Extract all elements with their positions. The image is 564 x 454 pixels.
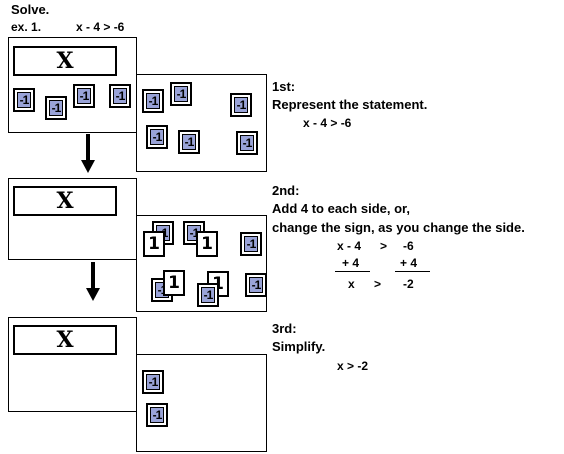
x-tile: X — [13, 46, 117, 76]
negative-one-tile: -1 — [73, 84, 95, 108]
x-tile: X — [13, 325, 117, 355]
work-right-1: -6 — [403, 239, 414, 253]
negative-one-tile: -1 — [240, 232, 262, 256]
negative-one-tile: -1 — [13, 88, 35, 112]
negative-one-tile: -1 — [109, 84, 131, 108]
work-left-1: x - 4 — [337, 239, 362, 253]
step3-result: x > -2 — [337, 359, 369, 373]
negative-one-tile: -1 — [146, 125, 168, 149]
negative-one-tile: -1 — [236, 131, 258, 155]
x-tile: X — [13, 186, 117, 216]
example-expression: x - 4 > -6 — [76, 20, 125, 34]
down-arrow-icon — [81, 134, 95, 173]
step2-label: 2nd: — [272, 183, 300, 198]
negative-one-tile: -1 — [178, 130, 200, 154]
positive-one-tile: 1 — [163, 270, 185, 296]
work-left-3: x — [348, 277, 355, 291]
negative-one-tile: -1 — [142, 89, 164, 113]
step1-label: 1st: — [272, 79, 296, 94]
work-op-1: > — [380, 239, 388, 253]
step1-instruction: Represent the statement. — [272, 97, 428, 112]
positive-one-tile: 1 — [196, 231, 218, 257]
step3-label: 3rd: — [272, 321, 297, 336]
negative-one-tile: -1 — [146, 403, 168, 427]
negative-one-tile: -1 — [142, 370, 164, 394]
negative-one-tile: -1 — [197, 283, 219, 307]
negative-one-tile: -1 — [230, 93, 252, 117]
positive-one-tile: 1 — [143, 231, 165, 257]
step3-instruction: Simplify. — [272, 339, 326, 354]
step2-instruction-line1: Add 4 to each side, or, — [272, 201, 410, 216]
step2-instruction-line2: change the sign, as you change the side. — [272, 220, 525, 235]
down-arrow-icon — [86, 262, 100, 301]
work-right-2: + 4 — [400, 256, 418, 270]
page-title: Solve. — [11, 2, 50, 17]
step1-statement: x - 4 > -6 — [303, 116, 352, 130]
work-right-3: -2 — [403, 277, 414, 291]
work-op-3: > — [374, 277, 382, 291]
sum-line-right — [395, 271, 430, 272]
sum-line-left — [335, 271, 370, 272]
example-label: ex. 1. — [11, 20, 42, 34]
work-left-2: + 4 — [342, 256, 360, 270]
negative-one-tile: -1 — [245, 273, 267, 297]
negative-one-tile: -1 — [170, 82, 192, 106]
negative-one-tile: -1 — [45, 96, 67, 120]
